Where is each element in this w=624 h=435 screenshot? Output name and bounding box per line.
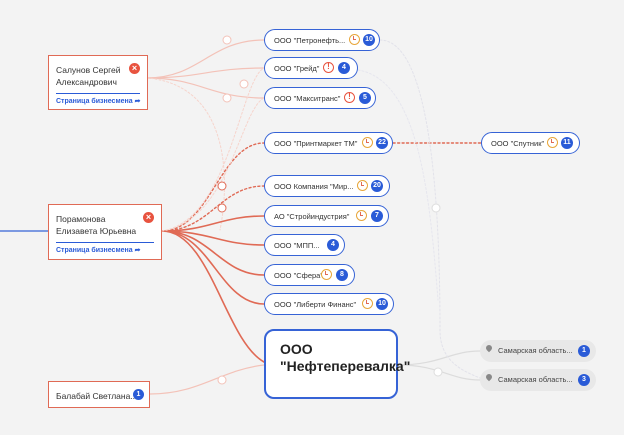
company-liberti-finans[interactable]: ООО "Либерти Финанс" 10 — [264, 293, 394, 315]
count-badge: 4 — [327, 239, 339, 251]
edge-dot — [222, 35, 232, 45]
close-icon[interactable]: × — [129, 63, 140, 74]
edge — [146, 39, 265, 79]
edge — [161, 67, 265, 232]
businessman-page-link[interactable]: Страница бизнесмена ➦ — [56, 246, 140, 254]
company-sputnik[interactable]: ООО "Спутник" 11 — [481, 132, 580, 154]
region-node[interactable]: Самарская область... 3 — [480, 369, 596, 391]
count-badge: 1 — [578, 345, 590, 357]
status-circle-icon — [356, 210, 367, 221]
count-badge: 8 — [336, 269, 348, 281]
count-badge: 11 — [561, 137, 573, 149]
divider — [56, 93, 140, 94]
warning-icon: ! — [344, 92, 355, 103]
edge — [397, 350, 481, 366]
company-name: ООО "Нефтеперевалка" — [280, 341, 411, 374]
count-badge: 4 — [338, 62, 350, 74]
edge — [161, 97, 265, 232]
edge — [146, 67, 265, 79]
count-badge: 22 — [376, 137, 388, 149]
company-name: ООО "Либерти Финанс" — [274, 300, 357, 309]
company-name: ООО Компания "Мир... — [274, 182, 354, 191]
person-name: Порамонова Елизавета Юрьевна — [56, 214, 137, 236]
count-badge: 10 — [363, 34, 375, 46]
edge — [161, 230, 265, 363]
share-arrow-icon: ➦ — [134, 98, 141, 105]
edge-dot — [431, 203, 441, 213]
company-stroyindustriya[interactable]: АО "Стройиндустрия" 7 — [264, 205, 389, 227]
person-card-balabai[interactable]: Балабай Светлана... 1 — [48, 381, 150, 408]
link-label: Страница бизнесмена — [56, 247, 133, 254]
edge-dot — [217, 203, 227, 213]
edge — [161, 215, 265, 232]
status-circle-icon — [349, 34, 360, 45]
company-name: ООО "Спутник" — [491, 139, 545, 148]
company-printmarket[interactable]: ООО "Принтмаркет ТМ" 22 — [264, 132, 393, 154]
company-name: ООО "Сфера" — [274, 271, 324, 280]
edge-dot — [217, 181, 227, 191]
person-name: Салунов Сергей Александрович — [56, 65, 121, 87]
company-name: ООО "Грейд" — [274, 64, 320, 73]
divider — [56, 242, 154, 243]
edge — [397, 364, 481, 381]
link-label: Страница бизнесмена — [56, 98, 133, 105]
location-pin-icon — [484, 372, 494, 382]
company-greid[interactable]: ООО "Грейд" ! 4 — [264, 57, 358, 79]
location-pin-icon — [484, 343, 494, 353]
edge-dot — [217, 375, 227, 385]
edge-dot — [239, 79, 249, 89]
count-badge: 20 — [371, 180, 383, 192]
company-name: ООО "МПП... — [274, 241, 320, 250]
status-circle-icon — [362, 298, 373, 309]
status-circle-icon — [321, 269, 332, 280]
count-badge: 10 — [376, 298, 388, 310]
edge — [161, 185, 265, 232]
status-circle-icon — [357, 180, 368, 191]
warning-icon: ! — [323, 62, 334, 73]
edge-dot — [222, 93, 232, 103]
company-name: ООО "Макситранс" — [274, 94, 341, 103]
share-arrow-icon: ➦ — [134, 247, 141, 254]
person-card-salunov[interactable]: Салунов Сергей Александрович × Страница … — [48, 55, 148, 110]
edge — [357, 69, 439, 301]
status-circle-icon — [547, 137, 558, 148]
person-card-poramonova[interactable]: Порамонова Елизавета Юрьевна × Страница … — [48, 204, 162, 260]
person-name: Балабай Светлана... — [56, 391, 138, 401]
edge — [161, 230, 265, 246]
company-petroneft[interactable]: ООО "Петронефть... 10 — [264, 29, 380, 51]
edge — [149, 364, 265, 395]
company-sfera[interactable]: ООО "Сфера" 8 — [264, 264, 355, 286]
edge — [161, 142, 265, 232]
region-node[interactable]: Самарская область... 1 — [480, 340, 596, 362]
close-icon[interactable]: × — [143, 212, 154, 223]
region-name: Самарская область... — [498, 375, 573, 384]
count-badge: 1 — [133, 389, 144, 400]
count-badge: 7 — [371, 210, 383, 222]
edge — [161, 230, 265, 305]
company-mir[interactable]: ООО Компания "Мир... 20 — [264, 175, 390, 197]
focused-company-node[interactable]: ООО "Нефтеперевалка" — [264, 329, 411, 399]
company-name: АО "Стройиндустрия" — [274, 212, 350, 221]
edge-dot — [433, 367, 443, 377]
count-badge: 3 — [578, 374, 590, 386]
company-mpp[interactable]: ООО "МПП... 4 — [264, 234, 345, 256]
status-circle-icon — [362, 137, 373, 148]
company-maksitrans[interactable]: ООО "Макситранс" ! 5 — [264, 87, 376, 109]
count-badge: 5 — [359, 92, 371, 104]
region-name: Самарская область... — [498, 346, 573, 355]
company-name: ООО "Петронефть... — [274, 36, 346, 45]
edge — [379, 39, 481, 379]
businessman-page-link[interactable]: Страница бизнесмена ➦ — [56, 97, 140, 105]
company-name: ООО "Принтмаркет ТМ" — [274, 139, 358, 148]
